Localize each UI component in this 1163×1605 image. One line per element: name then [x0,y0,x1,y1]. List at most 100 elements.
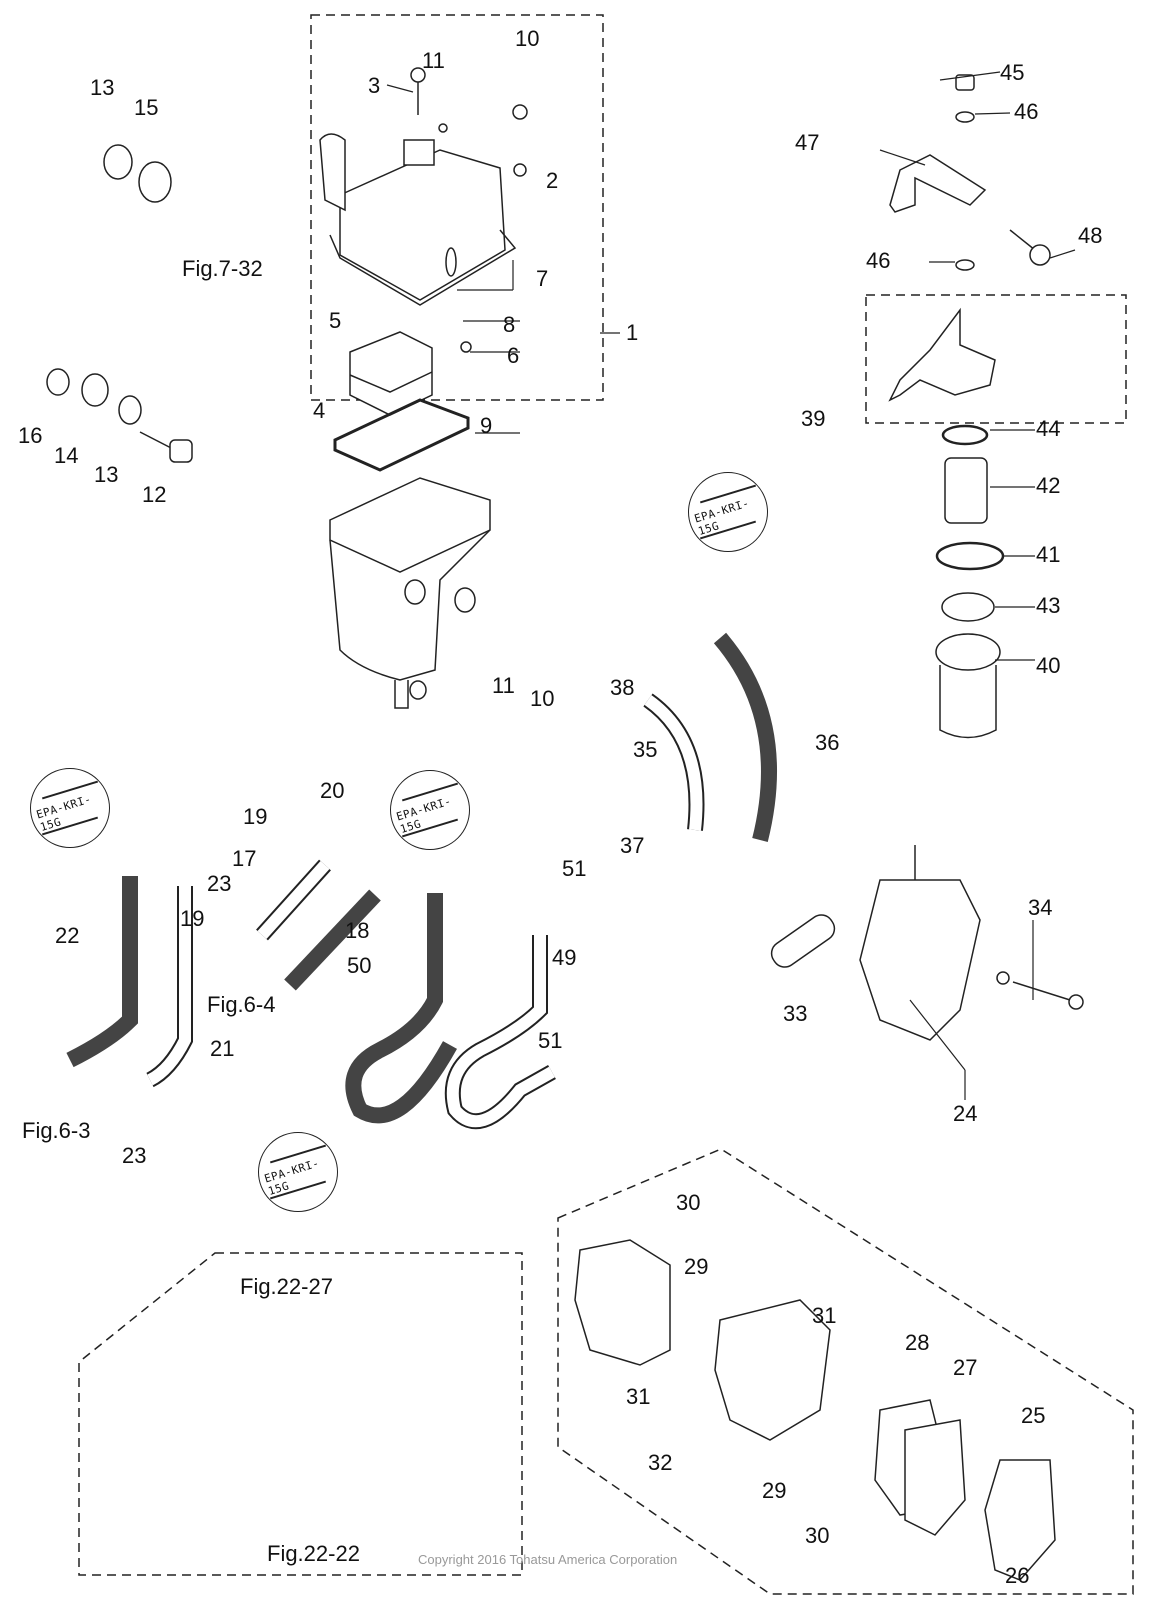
grommet-14 [81,373,109,407]
bolt-12 [139,431,193,463]
plate-33 [770,914,836,968]
pump-body [714,1299,831,1441]
part-label-49: 49 [552,945,577,970]
part-label-17: 17 [232,846,257,871]
seal-43 [941,592,995,622]
part-label-43: 43 [1036,593,1061,618]
filter-cup-40 [935,633,1001,739]
figure-ref-fig22-22: Fig.22-22 [267,1541,360,1566]
part-label-33: 33 [783,1001,808,1026]
part-label-51a: 51 [562,856,587,881]
figure-ref-fig6-4: Fig.6-4 [207,992,276,1017]
part-label-30b: 30 [805,1523,830,1548]
part-label-35: 35 [633,737,658,762]
figure-ref-fig7-32: Fig.7-32 [182,256,263,281]
leader-lines [386,71,1076,1100]
part-label-10b: 10 [530,686,555,711]
part-label-9: 9 [480,413,493,438]
hose-stamp-badge: EPA-KRI-15G [688,472,768,552]
hose-stamp-badge: EPA-KRI-15G [258,1132,338,1212]
plug-10 [512,104,528,120]
group-box-fuel-pump-parts [557,1148,1134,1595]
part-label-40: 40 [1036,653,1061,678]
part-label-28: 28 [905,1330,930,1355]
filter-head-39 [888,307,996,402]
filter-cap-45 [955,74,975,91]
hose-50 [345,893,457,1124]
part-label-26: 26 [1005,1563,1030,1588]
part-label-20: 20 [320,778,345,803]
part-label-31a: 31 [812,1303,837,1328]
part-label-46b: 46 [866,248,891,273]
hose-36 [713,632,777,842]
o-ring-41 [935,541,1005,571]
figure-ref-fig6-3: Fig.6-3 [22,1118,91,1143]
part-label-14: 14 [54,443,79,468]
part-label-18: 18 [345,918,370,943]
hose-22 [66,876,138,1068]
part-label-29a: 29 [684,1254,709,1279]
part-label-24: 24 [953,1101,978,1126]
part-label-13b: 13 [94,462,119,487]
part-label-19b: 19 [180,906,205,931]
washer-13-top [103,144,133,180]
float [349,331,433,416]
pump-cover-25 [984,1459,1056,1581]
part-label-7: 7 [536,266,549,291]
bolt-48 [1009,229,1051,266]
washer-46-top [955,111,975,123]
part-label-11b: 11 [492,673,515,698]
part-label-12: 12 [142,482,167,507]
group-box-vapor-separator [310,14,604,401]
part-label-50: 50 [347,953,372,978]
part-label-19a: 19 [243,804,268,829]
filter-element-42 [944,457,988,524]
part-label-29b: 29 [762,1478,787,1503]
copyright-notice: Copyright 2016 Tohatsu America Corporati… [418,1552,678,1567]
part-label-41: 41 [1036,542,1061,567]
washer-13-bottom [118,395,142,425]
screw-6 [460,341,472,353]
part-label-5: 5 [329,308,342,333]
part-label-22: 22 [55,923,80,948]
part-label-30a: 30 [676,1190,701,1215]
hose-18 [284,889,381,991]
part-label-3: 3 [368,73,381,98]
part-label-47: 47 [795,130,820,155]
part-label-23b: 23 [122,1143,147,1168]
part-label-31b: 31 [626,1384,651,1409]
part-label-36: 36 [815,730,840,755]
group-box-fuel-connector [78,1252,523,1576]
part-label-15: 15 [134,95,159,120]
washer-46-bottom [955,259,975,271]
part-label-27: 27 [953,1355,978,1380]
group-box-fuel-filter [865,294,1127,424]
o-ring-44 [941,424,989,446]
bolt-34 [996,971,1084,1010]
part-label-51b: 51 [538,1028,563,1053]
part-label-6: 6 [507,343,520,368]
part-label-44: 44 [1036,416,1061,441]
gasket [333,398,470,472]
part-label-38: 38 [610,675,635,700]
part-label-23a: 23 [207,871,232,896]
hose-stamp-badge: EPA-KRI-15G [390,770,470,850]
part-label-32: 32 [648,1450,673,1475]
hose-stamp-badge: EPA-KRI-15G [30,768,110,848]
grommet-15 [138,161,172,203]
part-label-34: 34 [1028,895,1053,920]
part-label-4: 4 [313,398,326,423]
vapor-separator-cover [319,133,517,306]
part-label-39: 39 [801,406,826,431]
part-label-8: 8 [503,312,516,337]
part-label-25: 25 [1021,1403,1046,1428]
needle-valve-7 [445,247,457,277]
part-label-16: 16 [18,423,43,448]
part-label-1: 1 [626,320,639,345]
part-label-13a: 13 [90,75,115,100]
screw-2 [513,163,527,177]
figure-ref-fig22-27: Fig.22-27 [240,1274,333,1299]
part-label-37: 37 [620,833,645,858]
part-label-11: 11 [422,48,445,73]
